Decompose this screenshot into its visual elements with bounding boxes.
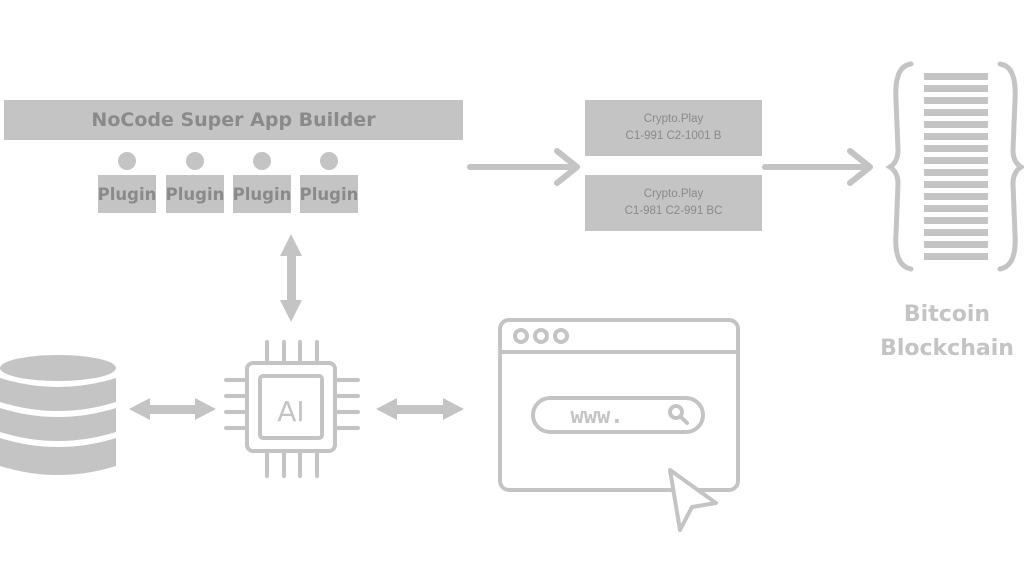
plugin-head xyxy=(186,152,204,170)
bidirectional-arrow-vertical xyxy=(280,234,302,322)
crypto-block-detail: C1-991 C2-1001 B xyxy=(625,130,722,142)
flow-arrow-right xyxy=(762,148,873,186)
plugin-label: Plugin xyxy=(300,184,358,204)
blockchain-ledger-icon xyxy=(885,61,1024,272)
plugin-box: Plugin xyxy=(233,175,291,213)
plugin-label: Plugin xyxy=(233,184,291,204)
ai-chip-label: AI xyxy=(277,395,304,428)
blockchain-label-line2: Blockchain xyxy=(880,336,1014,361)
plugin-head xyxy=(253,152,271,170)
flow-arrow-right xyxy=(467,148,580,186)
plugin-label: Plugin xyxy=(98,184,156,204)
blockchain-label: Bitcoin Blockchain xyxy=(870,298,1024,366)
crypto-block: Crypto.Play C1-981 C2-991 BC xyxy=(585,175,762,231)
database-icon xyxy=(0,355,116,475)
plugin-head xyxy=(320,152,338,170)
bidirectional-arrow-horizontal xyxy=(376,398,464,420)
plugin-box: Plugin xyxy=(166,175,224,213)
builder-title: NoCode Super App Builder xyxy=(91,109,376,131)
crypto-block: Crypto.Play C1-991 C2-1001 B xyxy=(585,100,762,156)
plugin-box: Plugin xyxy=(98,175,156,213)
blockchain-label-line1: Bitcoin xyxy=(903,302,991,327)
ai-chip-icon xyxy=(224,340,360,478)
browser-url-text: www. xyxy=(571,404,624,429)
plugin-label: Plugin xyxy=(166,184,224,204)
browser-window-icon xyxy=(498,318,740,492)
crypto-block-title: Crypto.Play xyxy=(643,188,704,200)
bidirectional-arrow-horizontal xyxy=(129,398,216,420)
plugin-head xyxy=(118,152,136,170)
plugin-box: Plugin xyxy=(300,175,358,213)
crypto-block-title: Crypto.Play xyxy=(643,113,704,125)
search-icon xyxy=(668,404,689,425)
builder-bar: NoCode Super App Builder xyxy=(4,100,463,140)
cursor-icon xyxy=(668,468,718,532)
crypto-block-detail: C1-981 C2-991 BC xyxy=(624,205,723,217)
